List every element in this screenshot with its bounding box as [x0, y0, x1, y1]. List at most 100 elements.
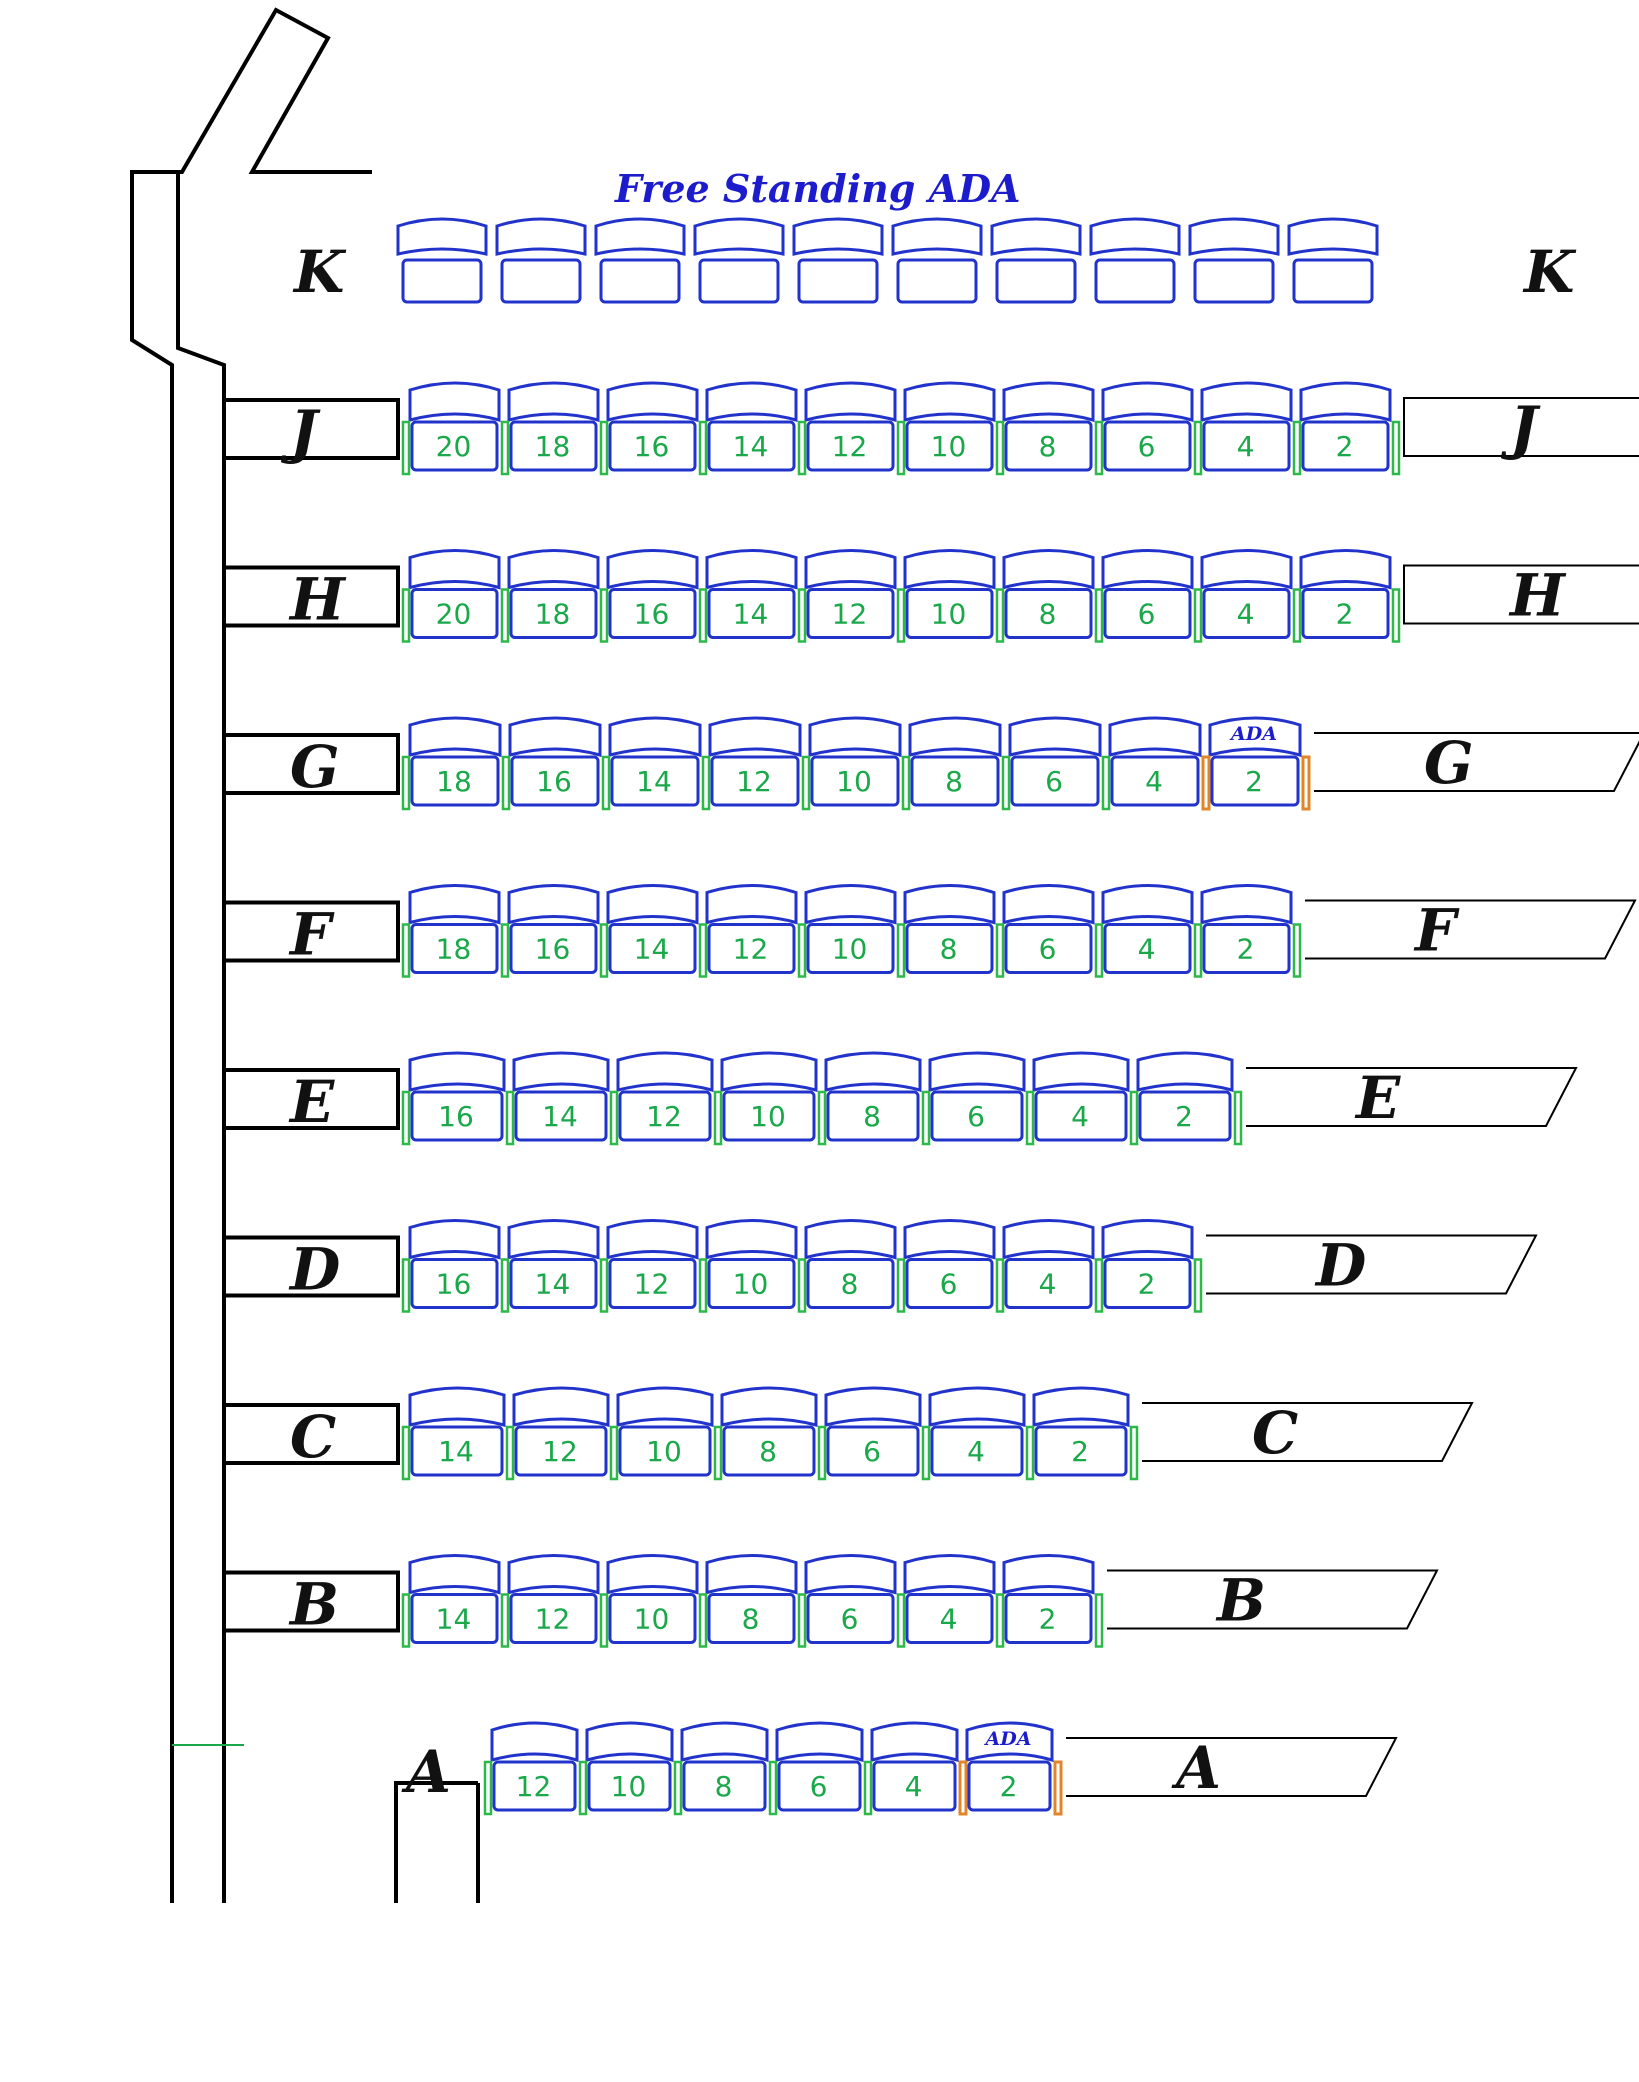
seat[interactable]: 14	[698, 381, 798, 476]
seat[interactable]: 10	[713, 1051, 818, 1146]
seat[interactable]: 12	[797, 549, 897, 643]
seat[interactable]: 8	[995, 549, 1095, 643]
seat[interactable]: 12	[599, 1219, 699, 1313]
seat[interactable]: 6	[995, 884, 1095, 978]
seat[interactable]: 16	[401, 1219, 501, 1313]
row-label-right-box	[1403, 564, 1639, 625]
seat[interactable]: 4	[1094, 884, 1194, 978]
seat[interactable]: 14	[401, 1554, 501, 1648]
free-standing-seat[interactable]	[396, 217, 488, 304]
seat[interactable]: 16	[599, 549, 699, 643]
seat[interactable]: 16	[501, 716, 602, 811]
seat[interactable]: 16	[599, 381, 699, 476]
free-standing-seat[interactable]	[594, 217, 686, 304]
seat[interactable]: 10	[896, 549, 996, 643]
seat[interactable]: 10	[578, 1721, 674, 1816]
seat[interactable]: 2	[1094, 1219, 1194, 1313]
seat[interactable]: 6	[1094, 381, 1194, 476]
seat[interactable]: 4	[921, 1386, 1026, 1481]
seat[interactable]: 16	[500, 884, 600, 978]
seat[interactable]: 12	[797, 381, 897, 476]
seat[interactable]: 2	[1292, 381, 1392, 476]
seat[interactable]: 4	[1101, 716, 1202, 811]
seat-back	[1299, 381, 1392, 422]
armrest	[713, 1090, 723, 1146]
seat[interactable]: 6	[921, 1051, 1026, 1146]
seat[interactable]: 16	[401, 1051, 506, 1146]
seat-back	[507, 381, 600, 422]
seat[interactable]: 6	[1001, 716, 1102, 811]
seat[interactable]: 4	[896, 1554, 996, 1648]
seat[interactable]: 18	[401, 716, 502, 811]
seat[interactable]: 2	[1129, 1051, 1234, 1146]
seat[interactable]: 8	[896, 884, 996, 978]
seat[interactable]: 14	[601, 716, 702, 811]
seat[interactable]: 10	[698, 1219, 798, 1313]
free-standing-seat[interactable]	[792, 217, 884, 304]
seat-back	[804, 1219, 897, 1260]
seat[interactable]: 4	[863, 1721, 959, 1816]
seat[interactable]: 10	[801, 716, 902, 811]
seat[interactable]: 2	[1025, 1386, 1130, 1481]
seat[interactable]: 12	[500, 1554, 600, 1648]
seat-number: 18	[436, 765, 472, 798]
seat[interactable]: 8	[713, 1386, 818, 1481]
seat[interactable]: 14	[401, 1386, 506, 1481]
seat[interactable]: 20	[401, 381, 501, 476]
seat-number: 8	[945, 765, 963, 798]
free-standing-seat[interactable]	[1089, 217, 1181, 304]
seat[interactable]: 8	[673, 1721, 769, 1816]
seat[interactable]: 8	[995, 381, 1095, 476]
seat[interactable]: 12	[701, 716, 802, 811]
seat[interactable]: 2	[995, 1554, 1095, 1648]
seat[interactable]: 6	[797, 1554, 897, 1648]
seat-cushion	[514, 1425, 608, 1477]
seat[interactable]: 20	[401, 549, 501, 643]
seat[interactable]: 12	[609, 1051, 714, 1146]
seat[interactable]: 10	[599, 1554, 699, 1648]
armrest	[401, 420, 411, 476]
seat[interactable]: 10	[896, 381, 996, 476]
seat[interactable]: 14	[500, 1219, 600, 1313]
seat[interactable]: 12	[698, 884, 798, 978]
seat[interactable]: 14	[505, 1051, 610, 1146]
seat[interactable]: 14	[698, 549, 798, 643]
seat[interactable]: 6	[1094, 549, 1194, 643]
seat[interactable]: 10	[797, 884, 897, 978]
seat-number: 18	[436, 933, 472, 966]
seat[interactable]: 10	[609, 1386, 714, 1481]
free-standing-seat[interactable]	[693, 217, 785, 304]
seat[interactable]: 8	[797, 1219, 897, 1313]
seat[interactable]: 8	[817, 1051, 922, 1146]
seat[interactable]: 6	[817, 1386, 922, 1481]
seat[interactable]: 6	[768, 1721, 864, 1816]
seat[interactable]: 2	[1193, 884, 1293, 978]
seat-cushion	[1301, 420, 1390, 472]
free-standing-seat[interactable]	[495, 217, 587, 304]
seat[interactable]: 18	[401, 884, 501, 978]
seat[interactable]: 4	[1193, 549, 1293, 643]
seat[interactable]: 4	[1025, 1051, 1130, 1146]
seat-back	[1032, 1386, 1130, 1427]
seat[interactable]: 12	[483, 1721, 579, 1816]
seat[interactable]: 8	[698, 1554, 798, 1648]
seat[interactable]: 12	[505, 1386, 610, 1481]
seat[interactable]: 6	[896, 1219, 996, 1313]
seat[interactable]: 4	[1193, 381, 1293, 476]
seat[interactable]: 18	[500, 549, 600, 643]
free-standing-seat[interactable]	[990, 217, 1082, 304]
seat[interactable]: 8	[901, 716, 1002, 811]
seat[interactable]: 14	[599, 884, 699, 978]
free-standing-seat[interactable]	[1287, 217, 1379, 304]
seat[interactable]: 2	[1292, 549, 1392, 643]
free-standing-seat[interactable]	[1188, 217, 1280, 304]
seat-back	[903, 549, 996, 590]
seat[interactable]: 4	[995, 1219, 1095, 1313]
seat-number: 14	[542, 1100, 578, 1133]
seat[interactable]: 18	[500, 381, 600, 476]
seat-number: 12	[634, 1268, 670, 1301]
free-standing-seat[interactable]	[891, 217, 983, 304]
